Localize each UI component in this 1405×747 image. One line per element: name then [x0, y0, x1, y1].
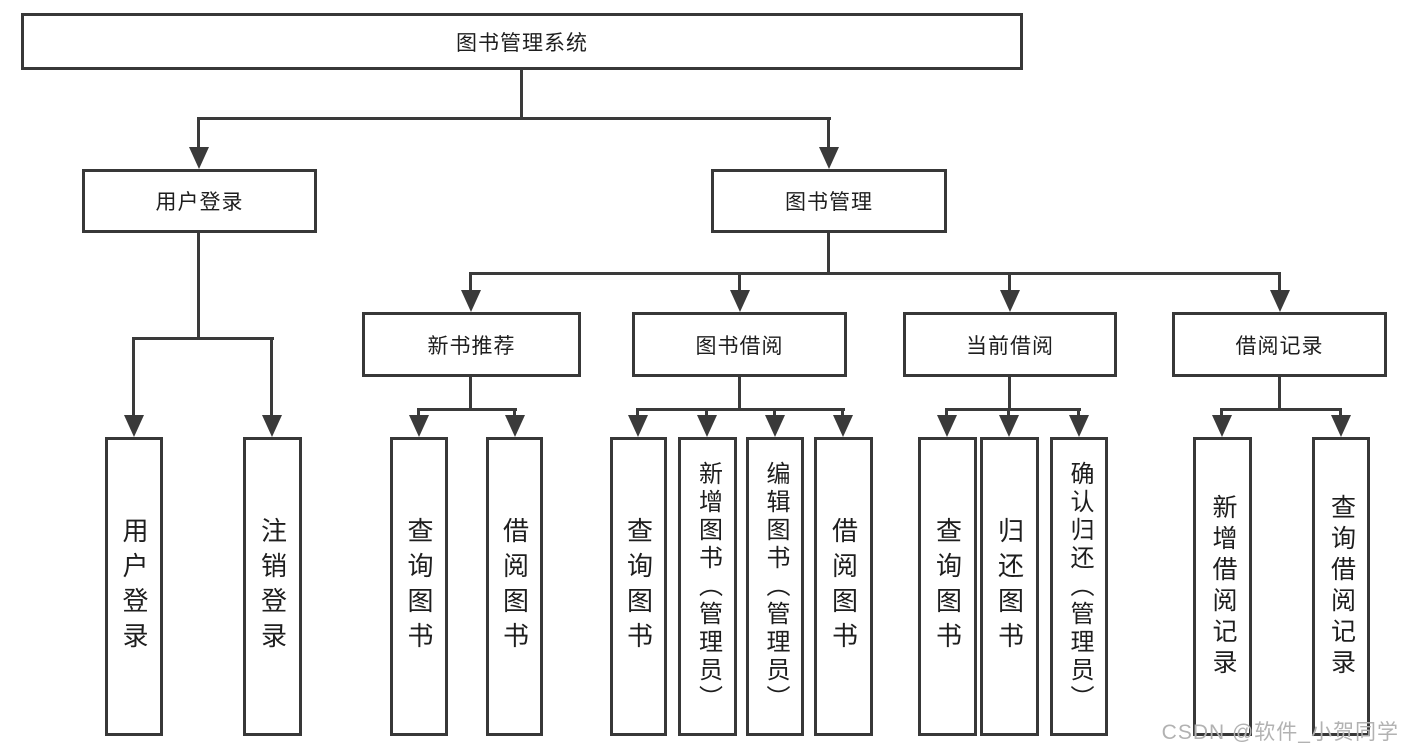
connector-line — [132, 337, 274, 340]
connector-line — [773, 408, 776, 417]
connector-line — [1339, 408, 1342, 417]
arrow-down-icon — [124, 415, 144, 437]
connector-line — [417, 408, 517, 411]
node-borrow-records: 借阅记录 — [1172, 312, 1387, 377]
arrow-down-icon — [833, 415, 853, 437]
arrow-down-icon — [1069, 415, 1089, 437]
csdn-watermark: CSDN @软件_小贺同学 — [1161, 721, 1399, 744]
connector-line — [132, 337, 135, 417]
connector-line — [469, 377, 472, 411]
connector-line — [827, 233, 830, 275]
leaf-query-books-current: 查询图书 — [918, 437, 977, 736]
connector-line — [1220, 408, 1342, 411]
arrow-down-icon — [730, 290, 750, 312]
leaf-query-books-recommend: 查询图书 — [390, 437, 448, 736]
connector-line — [1278, 272, 1281, 292]
arrow-down-icon — [461, 290, 481, 312]
leaf-logout: 注销登录 — [243, 437, 302, 736]
leaf-borrow-books-borrowing: 借阅图书 — [814, 437, 873, 736]
arrow-down-icon — [1000, 290, 1020, 312]
arrow-down-icon — [1212, 415, 1232, 437]
leaf-borrow-books-recommend: 借阅图书 — [486, 437, 543, 736]
connector-line — [197, 117, 831, 120]
node-book-borrowing: 图书借阅 — [632, 312, 847, 377]
connector-line — [513, 408, 516, 417]
connector-line — [469, 272, 1281, 275]
connector-line — [827, 117, 830, 150]
arrow-down-icon — [628, 415, 648, 437]
leaf-query-books-borrowing: 查询图书 — [610, 437, 667, 736]
arrow-down-icon — [697, 415, 717, 437]
arrow-down-icon — [819, 147, 839, 169]
connector-line — [738, 377, 741, 411]
connector-line — [469, 272, 472, 292]
arrow-down-icon — [409, 415, 429, 437]
connector-line — [841, 408, 844, 417]
connector-line — [1008, 272, 1011, 292]
connector-line — [705, 408, 708, 417]
connector-line — [1220, 408, 1223, 417]
connector-line — [738, 272, 741, 292]
node-book-management: 图书管理 — [711, 169, 947, 233]
node-new-book-recommend: 新书推荐 — [362, 312, 581, 377]
leaf-add-borrow-record: 新增借阅记录 — [1193, 437, 1252, 736]
connector-line — [636, 408, 639, 417]
arrow-down-icon — [765, 415, 785, 437]
arrow-down-icon — [262, 415, 282, 437]
arrow-down-icon — [189, 147, 209, 169]
connector-line — [197, 117, 200, 150]
arrow-down-icon — [1270, 290, 1290, 312]
leaf-return-book: 归还图书 — [980, 437, 1039, 736]
connector-line — [1278, 377, 1281, 411]
arrow-down-icon — [937, 415, 957, 437]
node-library-system: 图书管理系统 — [21, 13, 1023, 70]
node-current-borrowing: 当前借阅 — [903, 312, 1117, 377]
arrow-down-icon — [505, 415, 525, 437]
connector-line — [520, 69, 523, 120]
connector-line — [945, 408, 948, 417]
connector-line — [636, 408, 845, 411]
leaf-add-book-admin: 新增图书（管理员） — [678, 437, 737, 736]
connector-line — [1007, 408, 1010, 417]
connector-line — [197, 233, 200, 340]
leaf-user-login: 用户登录 — [105, 437, 163, 736]
leaf-confirm-return-admin: 确认归还（管理员） — [1050, 437, 1108, 736]
connector-line — [945, 408, 1081, 411]
connector-line — [270, 337, 273, 417]
connector-line — [1008, 377, 1011, 411]
arrow-down-icon — [1331, 415, 1351, 437]
connector-line — [1077, 408, 1080, 417]
leaf-query-borrow-record: 查询借阅记录 — [1312, 437, 1370, 736]
connector-line — [417, 408, 420, 417]
arrow-down-icon — [999, 415, 1019, 437]
node-user-login: 用户登录 — [82, 169, 317, 233]
leaf-edit-book-admin: 编辑图书（管理员） — [746, 437, 804, 736]
